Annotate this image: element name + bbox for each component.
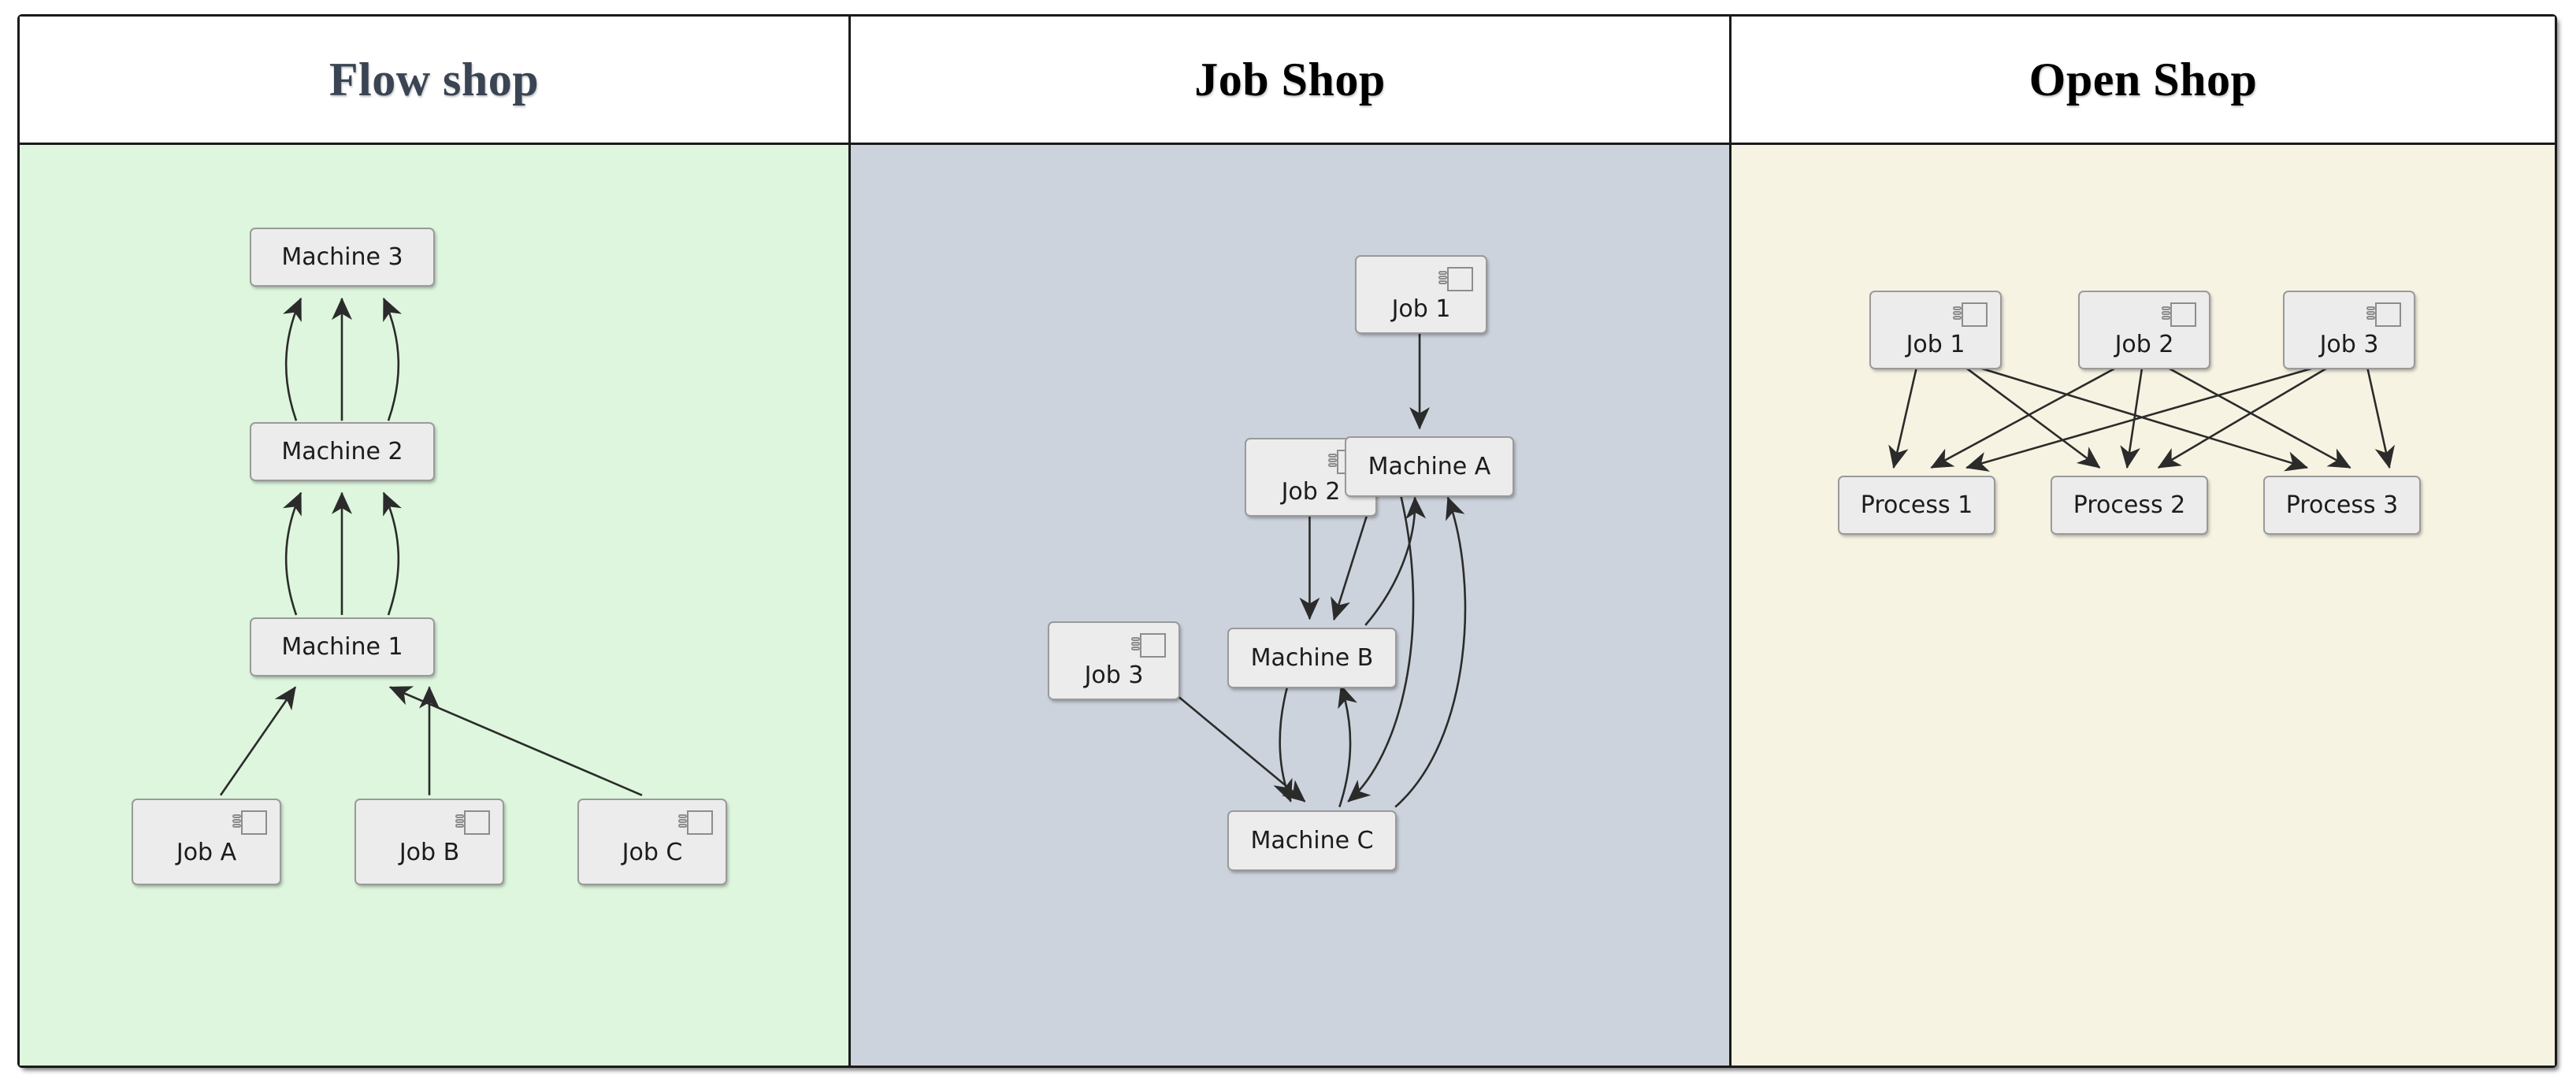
header-cell-open-shop: Open Shop <box>1729 17 2555 143</box>
node-machine-2[interactable]: Machine 2 <box>250 422 435 481</box>
node-label: Job B <box>399 839 460 866</box>
node-label: Machine A <box>1368 452 1491 480</box>
table-header-row: Flow shop Job Shop Open Shop <box>20 17 2555 145</box>
node-job-1[interactable]: Job 1 <box>1355 255 1487 334</box>
header-cell-flow-shop: Flow shop <box>20 17 848 143</box>
node-label: Machine B <box>1250 643 1374 672</box>
node-job-c[interactable]: Job C <box>577 799 727 885</box>
panel-job-shop: Job 1 Job 2 Job 3 Machine A <box>848 145 1729 1066</box>
comparison-table: Flow shop Job Shop Open Shop <box>17 14 2557 1068</box>
page-title-job-shop: Job Shop <box>1194 54 1386 106</box>
node-label: Job 3 <box>1084 662 1144 689</box>
node-process-2[interactable]: Process 2 <box>2051 476 2208 535</box>
artifact-icon <box>1953 302 1988 328</box>
page-title-open-shop: Open Shop <box>2029 54 2258 106</box>
node-machine-1[interactable]: Machine 1 <box>250 617 435 676</box>
node-label: Machine 1 <box>281 632 403 661</box>
node-job-a[interactable]: Job A <box>132 799 281 885</box>
node-machine-a[interactable]: Machine A <box>1345 436 1514 497</box>
node-job-2[interactable]: Job 2 <box>2078 291 2210 369</box>
artifact-icon <box>2162 302 2196 328</box>
artifact-icon <box>1438 267 1473 293</box>
node-label: Job 3 <box>2319 331 2379 358</box>
node-machine-3[interactable]: Machine 3 <box>250 228 435 287</box>
header-cell-job-shop: Job Shop <box>848 17 1729 143</box>
node-label: Machine C <box>1250 826 1374 854</box>
job-shop-edges <box>1179 332 1467 808</box>
node-label: Job 2 <box>1281 478 1341 506</box>
flow-shop-edges <box>219 297 643 796</box>
artifact-icon <box>678 810 713 836</box>
page-title-flow-shop: Flow shop <box>328 54 540 106</box>
node-job-b[interactable]: Job B <box>354 799 504 885</box>
open-shop-edges <box>1888 367 2395 472</box>
node-label: Job 1 <box>1391 295 1451 323</box>
node-label: Job 1 <box>1906 331 1965 358</box>
node-label: Job A <box>176 839 237 866</box>
node-job-3[interactable]: Job 3 <box>1048 621 1180 700</box>
artifact-icon <box>232 810 267 836</box>
artifact-icon <box>2366 302 2401 328</box>
node-machine-b[interactable]: Machine B <box>1227 628 1397 688</box>
panel-flow-shop: Machine 3 Machine 2 Machine 1 Job A <box>20 145 848 1066</box>
node-process-3[interactable]: Process 3 <box>2263 476 2421 535</box>
table-body-row: Machine 3 Machine 2 Machine 1 Job A <box>20 145 2555 1066</box>
artifact-icon <box>455 810 490 836</box>
node-label: Job 2 <box>2114 331 2174 358</box>
node-label: Machine 2 <box>281 437 403 465</box>
node-label: Job C <box>622 839 683 866</box>
node-job-3[interactable]: Job 3 <box>2283 291 2415 369</box>
panel-open-shop: Job 1 Job 2 Job 3 Process 1 <box>1729 145 2555 1066</box>
node-process-1[interactable]: Process 1 <box>1838 476 1995 535</box>
artifact-icon <box>1131 633 1166 659</box>
node-machine-c[interactable]: Machine C <box>1227 810 1397 871</box>
node-label: Process 3 <box>2285 491 2399 519</box>
node-label: Machine 3 <box>281 243 403 271</box>
node-job-1[interactable]: Job 1 <box>1869 291 2002 369</box>
node-label: Process 2 <box>2073 491 2186 519</box>
node-label: Process 1 <box>1860 491 1973 519</box>
